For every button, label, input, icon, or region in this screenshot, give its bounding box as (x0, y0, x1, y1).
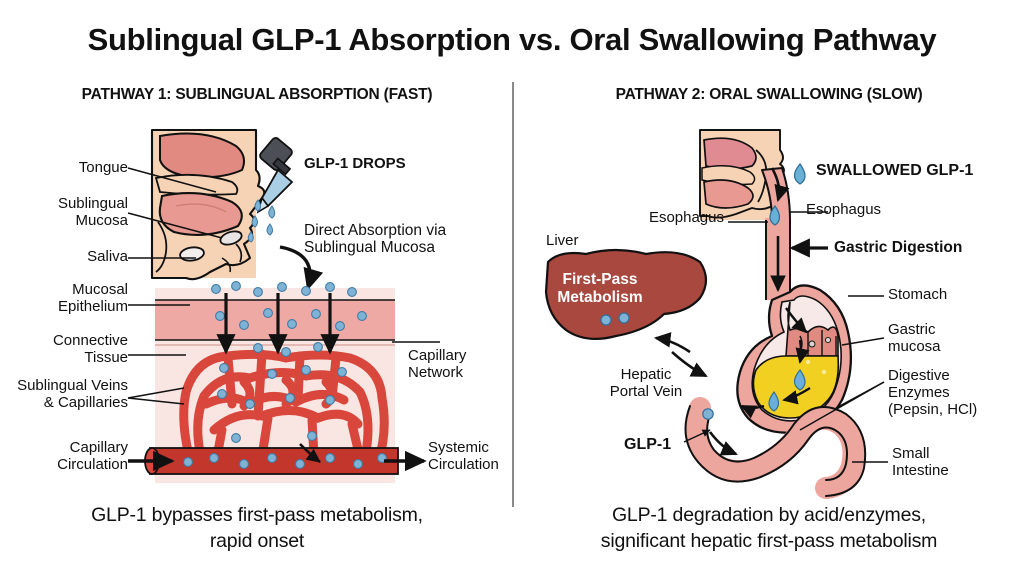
small-intestine (685, 397, 865, 499)
label-mucosal-epithelium: Mucosal Epithelium (57, 281, 128, 315)
right-caption: GLP-1 degradation by acid/enzymes, signi… (600, 504, 938, 552)
label-tongue: Tongue (78, 159, 128, 176)
label-hepatic-portal-vein: Hepatic Portal Vein (609, 366, 683, 400)
label-capillary-network: Capillary Network (408, 347, 467, 381)
label-esophagus-right: Esophagus (806, 201, 882, 218)
label-sublingual-mucosa: Sublingual Mucosa (57, 195, 128, 229)
left-caption: GLP-1 bypasses first-pass metabolism, ra… (91, 504, 423, 552)
label-digestive-enzymes: Digestive Enzymes (Pepsin, HCl) (888, 367, 978, 418)
label-esophagus-left: Esophagus (648, 209, 724, 226)
pathway-2-header: PATHWAY 2: ORAL SWALLOWING (SLOW) (615, 86, 923, 103)
label-connective-tissue: Connective Tissue (52, 332, 128, 366)
label-gastric-digestion: Gastric Digestion (834, 239, 963, 256)
label-sublingual-veins: Sublingual Veins & Capillaries (17, 377, 128, 411)
label-direct-absorption: Direct Absorption via Sublingual Mucosa (304, 222, 447, 257)
label-first-pass-metabolism: First-Pass Metabolism (557, 271, 643, 307)
label-saliva: Saliva (87, 248, 128, 265)
swallowed-droplets (769, 162, 806, 226)
label-gastric-mucosa: Gastric mucosa (888, 321, 941, 355)
dropper-icon (256, 137, 294, 214)
label-glp1-drops: GLP-1 DROPS (304, 155, 406, 172)
label-systemic-circulation: Systemic Circulation (428, 439, 499, 473)
sublingual-head-anatomy (150, 128, 266, 281)
panel-divider (512, 82, 514, 507)
label-glp1: GLP-1 (624, 436, 672, 453)
label-liver: Liver (546, 232, 579, 249)
oral-head-anatomy (699, 129, 785, 220)
label-stomach: Stomach (888, 286, 948, 303)
stomach (736, 284, 853, 434)
label-small-intestine: Small Intestine (892, 445, 949, 479)
label-swallowed-glp1: SWALLOWED GLP-1 (816, 162, 974, 179)
mucosa-cross-section (144, 281, 399, 483)
saliva-droplets (247, 199, 276, 243)
esophagus (761, 167, 791, 301)
page-title: Sublingual GLP-1 Absorption vs. Oral Swa… (87, 22, 937, 57)
pathway-1-header: PATHWAY 1: SUBLINGUAL ABSORPTION (FAST) (81, 86, 433, 103)
label-capillary-circulation: Capillary Circulation (57, 439, 128, 473)
